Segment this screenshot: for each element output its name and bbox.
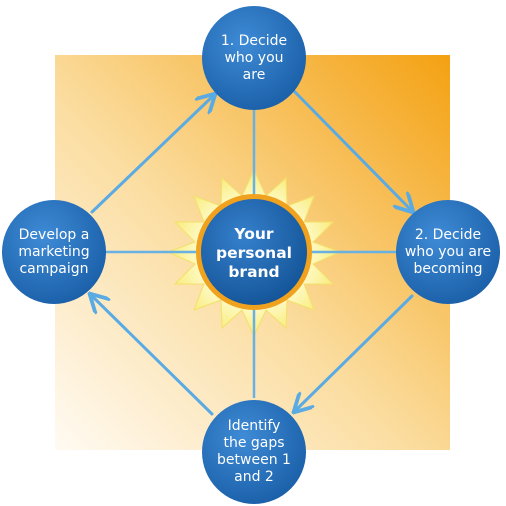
center-label-line-2: personal <box>216 243 292 262</box>
arrow-bottom-to-left <box>92 296 214 416</box>
connector-lines <box>100 108 398 398</box>
center-label-line-3: brand <box>228 262 280 281</box>
node-bottom-circle <box>202 400 306 504</box>
arrow-top-to-right <box>291 88 411 210</box>
node-right-circle <box>396 200 500 304</box>
center-label: Your personal brand <box>198 208 310 298</box>
node-left-circle <box>2 200 106 304</box>
center-label-line-1: Your <box>234 224 274 243</box>
node-top-circle <box>202 6 306 110</box>
center-circle <box>201 199 307 305</box>
cycle-arrows <box>90 88 414 416</box>
arrow-right-to-bottom <box>296 294 414 410</box>
arrow-left-to-top <box>90 96 213 214</box>
